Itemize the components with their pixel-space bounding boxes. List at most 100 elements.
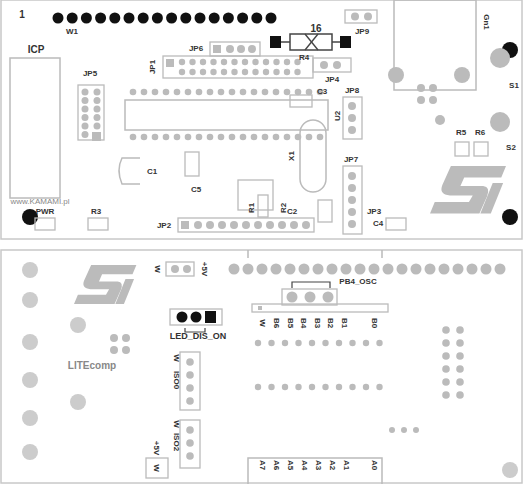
silkscreen-label: JP7 [344,156,358,164]
solder-pad [200,69,206,75]
silkscreen-label: www.KAMAMI.pl [10,198,69,206]
resistor-cross [305,34,318,50]
solder-pad [435,115,445,125]
solder-pad [82,106,89,113]
solder-pad [240,134,247,141]
solder-pad [82,123,89,130]
solder-pad [333,61,341,69]
solder-pad [174,134,181,141]
solder-pad [294,69,300,75]
silkscreen-label: JP9 [355,28,369,36]
solder-pad [231,69,237,75]
st-logo-t [480,183,503,213]
silkscreen-label: C5 [191,186,201,194]
solder-pad [456,352,464,360]
solder-pad [179,69,185,75]
st-logo [430,166,506,214]
solder-pad [262,134,269,141]
solder-pad [305,292,316,303]
silkscreen-label: Gn1 [482,14,490,30]
solder-pad [456,378,464,386]
solder-pad [229,89,236,96]
solder-pad [417,84,425,92]
part-outline [258,195,268,217]
solder-pad [417,96,425,104]
part-outline [343,166,362,234]
silkscreen-label: 16 [310,24,321,34]
silkscreen-label: 1 [19,10,25,20]
part-outline [163,56,313,78]
silkscreen-label: C2 [287,208,297,216]
solder-pad [237,13,248,24]
resistor-cross [305,34,318,50]
silkscreen-label: B6 [272,318,280,328]
jumper-wire [292,282,330,288]
solder-pad [285,264,296,275]
solder-pad [284,89,291,96]
solder-pad [210,69,216,75]
solder-pad [425,264,436,275]
solder-pad [495,264,506,275]
part-outline [78,85,104,140]
part-outline [180,352,200,410]
solder-pad [252,59,258,65]
solder-pad [389,427,395,433]
solder-pad [209,13,220,24]
solder-pad [257,264,268,275]
square-pad [181,221,189,229]
solder-pad [313,264,324,275]
silkscreen-label: JP4 [325,76,339,84]
silkscreen-label: W [153,265,161,273]
part-outline [170,309,222,325]
solder-pad [242,59,248,65]
silkscreen-label: PB4_OSC [339,278,376,286]
part-outline [166,262,194,276]
part-outline [35,218,55,230]
solder-pad [229,264,240,275]
silkscreen-label: JP8 [345,87,359,95]
solder-pad [191,312,202,323]
solder-pad [284,69,290,75]
solder-pad [70,317,86,333]
square-pad [213,45,221,53]
solder-pad [177,312,188,323]
silkscreen-label: W [172,354,180,362]
resistor-symbol [290,34,332,50]
silkscreen-label: PWR [36,208,55,216]
silkscreen-label: LED_DIS_ON [170,332,227,341]
solder-pad [456,365,464,373]
silkscreen-label: R3 [91,208,101,216]
solder-pad [67,13,78,24]
solder-pad [152,134,159,141]
silkscreen-label: B3 [313,318,321,328]
solder-pad [251,134,258,141]
silkscreen-label: B5 [286,318,294,328]
solder-pad [284,134,291,141]
silkscreen-label: A7 [258,460,266,470]
solder-pad [152,13,163,24]
solder-pad [206,221,214,229]
silkscreen-label: JP6 [189,45,203,53]
solder-pad [196,134,203,141]
silkscreen-label: LITEcomp [68,361,116,371]
solder-pad [442,352,450,360]
solder-pad [348,208,356,216]
solder-pad [456,339,464,347]
solder-pad [82,97,89,104]
solder-pad [221,69,227,75]
solder-pad [186,452,194,460]
part-outline [252,304,388,312]
solder-pad [348,196,356,204]
solder-pad [207,89,214,96]
solder-pad [295,340,301,346]
solder-pad [295,384,301,390]
solder-pad [186,358,194,366]
silkscreen-label: ICP [28,45,45,55]
silkscreen-label: +5V [200,262,208,276]
solder-pad [240,89,247,96]
solder-pad [282,340,288,346]
silkscreen-label: B0 [370,318,378,328]
solder-pad [81,13,92,24]
silkscreen-label: B2 [326,318,334,328]
